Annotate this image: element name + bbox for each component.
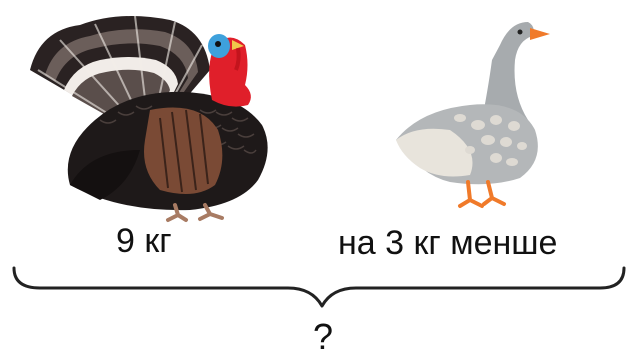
turkey-wing [144,107,223,194]
goose-spots [454,114,527,166]
goose-beak [530,28,550,40]
goose-neck [480,22,534,130]
question-mark: ? [313,316,334,357]
turkey-beak [232,40,244,50]
turkey-legs [166,203,224,222]
goose-legs [458,180,506,208]
turkey-weight-label: 9 кг [116,222,172,260]
goose-weight-label: на 3 кг менше [338,224,558,262]
turkey-wing-stripes [159,109,209,193]
goose-breast [396,128,473,177]
